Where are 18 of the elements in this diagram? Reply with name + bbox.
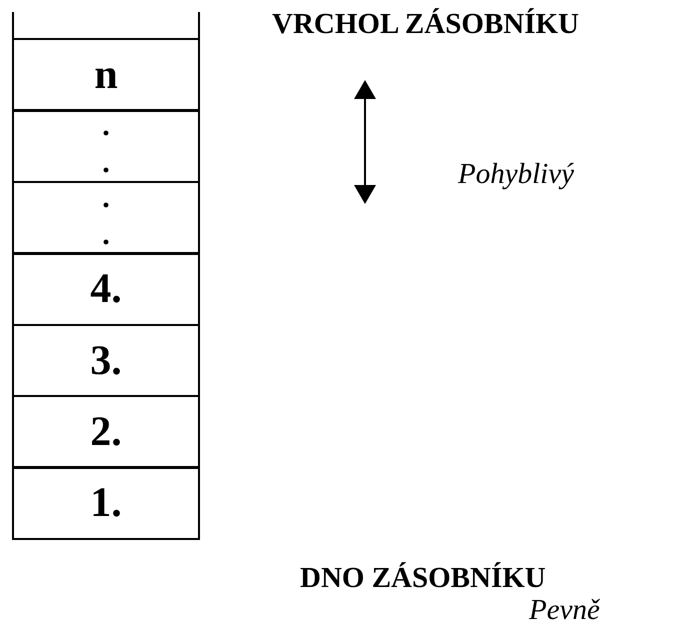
cell-label: 3.	[90, 340, 122, 382]
cell-label: 2.	[90, 410, 122, 453]
stack-cell	[12, 109, 200, 184]
stack-cell	[12, 466, 200, 540]
note-label: Pevně	[529, 594, 600, 621]
stack-cell	[12, 324, 200, 398]
stack-cell	[12, 180, 200, 255]
note-label: Pohyblivý	[458, 158, 574, 191]
stack-cell	[12, 252, 200, 326]
cell-label: . .	[101, 108, 111, 182]
stack-cell	[12, 38, 200, 112]
cell-label: 1.	[90, 482, 122, 524]
cell-label: . .	[101, 180, 111, 253]
heading-label: DNO ZÁSOBNÍKU	[300, 562, 546, 595]
stack-cell	[12, 395, 200, 469]
cell-label: n	[94, 54, 118, 96]
heading-label: VRCHOL ZÁSOBNÍKU	[272, 8, 579, 41]
cell-label: 4.	[90, 268, 122, 310]
